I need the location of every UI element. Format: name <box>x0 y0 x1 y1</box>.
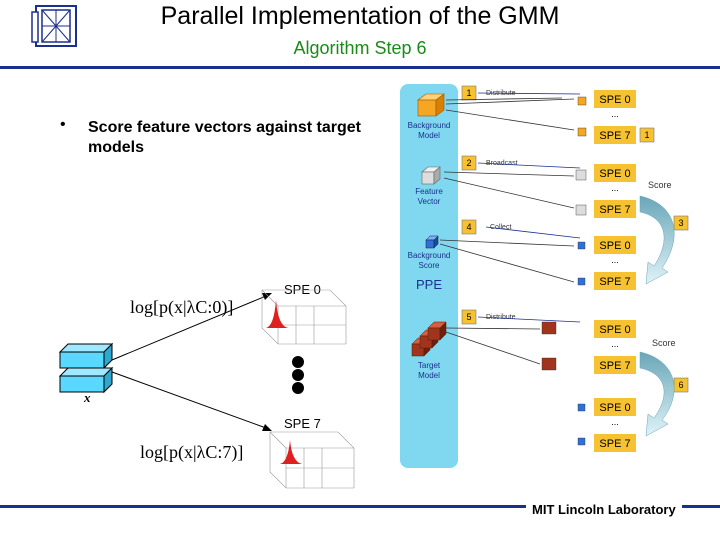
step-number-3: 3 <box>678 218 683 228</box>
spe-dots-c: ... <box>611 255 619 265</box>
spe-dots-b: ... <box>611 183 619 193</box>
spe-e7: SPE 7 <box>599 438 630 450</box>
spe-box-a0 <box>594 90 636 108</box>
spe-box-d0 <box>594 320 636 338</box>
step-number-5: 5 <box>466 312 471 322</box>
page-title: Parallel Implementation of the GMM <box>160 2 560 30</box>
step-label-broadcast: Broadcast <box>486 160 518 167</box>
peak-bottom <box>280 440 302 464</box>
spe-e0: SPE 0 <box>599 402 630 414</box>
step-number-4: 4 <box>466 222 471 232</box>
score-arc-1 <box>639 195 675 285</box>
step-box-3 <box>673 215 689 231</box>
background-score-label: Background <box>408 251 451 260</box>
feature-vector-stack <box>58 342 114 394</box>
spe-dots-a: ... <box>611 109 619 119</box>
feature-vector-label: Feature <box>415 187 443 196</box>
spe-box-a7 <box>594 126 636 144</box>
flow-arrows <box>439 97 575 365</box>
target-model-label: Target <box>418 361 441 370</box>
spe-dots-e: ... <box>611 417 619 427</box>
spe-label-bottom: SPE 7 <box>284 416 321 431</box>
spe-label-top: SPE 0 <box>284 282 321 297</box>
spe-b7: SPE 7 <box>599 204 630 216</box>
ppe-label: PPE <box>416 277 442 292</box>
bottom-divider <box>0 505 720 508</box>
ellipsis-dot <box>292 382 304 394</box>
spe-c7: SPE 7 <box>599 276 630 288</box>
log-likelihood-bottom: log[p(x|λC:7)] <box>140 442 243 463</box>
spe-a0: SPE 0 <box>599 94 630 106</box>
top-divider <box>0 66 720 69</box>
spe-box-e0 <box>594 398 636 416</box>
target-model-label-2: Model <box>418 371 440 380</box>
peak-top <box>266 300 288 328</box>
spe-cubes <box>541 96 587 446</box>
spe-dots-d: ... <box>611 339 619 349</box>
step-number-2: 2 <box>466 158 471 168</box>
step-arrows <box>477 92 581 323</box>
spe-d7: SPE 7 <box>599 360 630 372</box>
step-label-distribute-2: Distribute <box>486 314 516 321</box>
score-label-1: Score <box>648 180 672 190</box>
background-score-cube <box>425 235 439 249</box>
log-likelihood-top: log[p(x|λC:0)] <box>130 297 233 318</box>
spe-box-c0 <box>594 236 636 254</box>
step-box-5 <box>461 309 477 325</box>
page-subtitle: Algorithm Step 6 <box>293 38 427 58</box>
bullet-text: Score feature vectors against target mod… <box>88 119 361 156</box>
background-model-cube <box>417 93 445 117</box>
spe-d0: SPE 0 <box>599 324 630 336</box>
score-label-2: Score <box>652 338 676 348</box>
step-box-1b <box>639 127 655 143</box>
background-model-label: Background <box>408 121 451 130</box>
spe-box-e7 <box>594 434 636 452</box>
arrow-to-spe7 <box>111 371 267 429</box>
target-model-cubes <box>411 321 447 357</box>
arrow-to-spe0 <box>111 295 267 361</box>
step-number-1b: 1 <box>644 130 649 140</box>
step-number-6: 6 <box>678 380 683 390</box>
background-model-label-2: Model <box>418 131 440 140</box>
spe-box-c7 <box>594 272 636 290</box>
spe-box-d7 <box>594 356 636 374</box>
footer-label: MIT Lincoln Laboratory <box>526 502 682 517</box>
ellipsis-dot <box>292 369 304 381</box>
step-number-1: 1 <box>466 88 471 98</box>
ellipsis-dot <box>292 356 304 368</box>
score-arc-2 <box>639 351 675 437</box>
spe-b0: SPE 0 <box>599 168 630 180</box>
spe-box-b0 <box>594 164 636 182</box>
lincoln-lab-logo-icon <box>31 5 77 47</box>
spe-c0: SPE 0 <box>599 240 630 252</box>
step-box-2 <box>461 155 477 171</box>
plot-bottom <box>269 431 355 489</box>
feature-vector-label-2: Vector <box>418 197 441 206</box>
step-box-4 <box>461 219 477 235</box>
feature-vector-cube <box>421 166 441 185</box>
ppe-panel <box>400 84 458 468</box>
step-label-collect: Collect <box>490 224 511 231</box>
background-score-label-2: Score <box>419 261 440 270</box>
spe-a7: SPE 7 <box>599 130 630 142</box>
x-label: x <box>83 390 91 405</box>
bullet-marker: • <box>60 116 66 133</box>
spe-box-b7 <box>594 200 636 218</box>
